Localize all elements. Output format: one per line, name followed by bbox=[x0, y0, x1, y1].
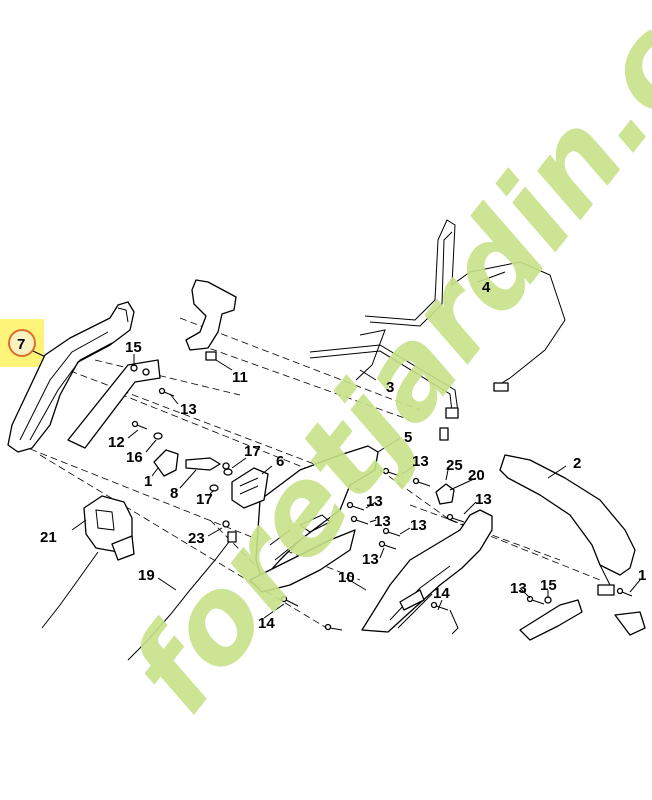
bracket-left bbox=[67, 359, 161, 449]
label-20[interactable]: 20 bbox=[468, 467, 485, 484]
label-13-g[interactable]: 13 bbox=[362, 551, 379, 568]
part-11-arm bbox=[185, 279, 237, 361]
part-8-pin bbox=[185, 457, 230, 471]
bracket-right bbox=[519, 599, 646, 641]
label-13-f[interactable]: 13 bbox=[410, 517, 427, 534]
label-6[interactable]: 6 bbox=[276, 453, 284, 470]
label-7[interactable]: 7 bbox=[17, 336, 25, 353]
part-labels: 15 11 13 12 16 1 8 17 6 17 21 23 19 4 3 … bbox=[40, 279, 646, 632]
label-17-top[interactable]: 17 bbox=[244, 443, 261, 460]
part-6-switch bbox=[231, 467, 269, 509]
highlight-ring[interactable] bbox=[8, 329, 36, 357]
label-15-right[interactable]: 15 bbox=[540, 577, 557, 594]
part-7-handle-side bbox=[7, 301, 135, 453]
label-25[interactable]: 25 bbox=[446, 457, 463, 474]
fasteners bbox=[130, 364, 633, 635]
label-16[interactable]: 16 bbox=[126, 449, 143, 466]
label-23[interactable]: 23 bbox=[188, 530, 205, 547]
part-1-knob bbox=[153, 449, 179, 477]
label-13-d[interactable]: 13 bbox=[366, 493, 383, 510]
label-19[interactable]: 19 bbox=[138, 567, 155, 584]
label-13-e[interactable]: 13 bbox=[374, 513, 391, 530]
part-4-bail bbox=[364, 219, 566, 392]
label-13-c[interactable]: 13 bbox=[475, 491, 492, 508]
label-14-right[interactable]: 14 bbox=[433, 585, 450, 602]
label-3[interactable]: 3 bbox=[386, 379, 394, 396]
part-19-cable bbox=[41, 531, 237, 661]
part-20-clip bbox=[435, 483, 455, 505]
label-17-bottom[interactable]: 17 bbox=[196, 491, 213, 508]
label-21[interactable]: 21 bbox=[40, 529, 57, 546]
leader-lines bbox=[71, 271, 641, 619]
part-21-control bbox=[83, 495, 135, 561]
label-13-b[interactable]: 13 bbox=[412, 453, 429, 470]
label-15-left[interactable]: 15 bbox=[125, 339, 142, 356]
label-13-right[interactable]: 13 bbox=[510, 580, 527, 597]
label-2[interactable]: 2 bbox=[573, 455, 581, 472]
label-12[interactable]: 12 bbox=[108, 434, 125, 451]
label-10[interactable]: 10 bbox=[338, 569, 355, 586]
label-14-left[interactable]: 14 bbox=[258, 615, 275, 632]
label-1-right[interactable]: 1 bbox=[638, 567, 646, 584]
label-8[interactable]: 8 bbox=[170, 485, 178, 502]
part-10-handle-side bbox=[361, 509, 493, 633]
part-5-lower bbox=[249, 529, 356, 593]
part-3-rod bbox=[309, 329, 459, 441]
label-13-left[interactable]: 13 bbox=[180, 401, 197, 418]
label-5[interactable]: 5 bbox=[404, 429, 412, 446]
part-2-grip bbox=[499, 454, 636, 596]
label-4[interactable]: 4 bbox=[482, 279, 491, 296]
label-11[interactable]: 11 bbox=[232, 369, 248, 386]
label-1-left[interactable]: 1 bbox=[144, 473, 152, 490]
